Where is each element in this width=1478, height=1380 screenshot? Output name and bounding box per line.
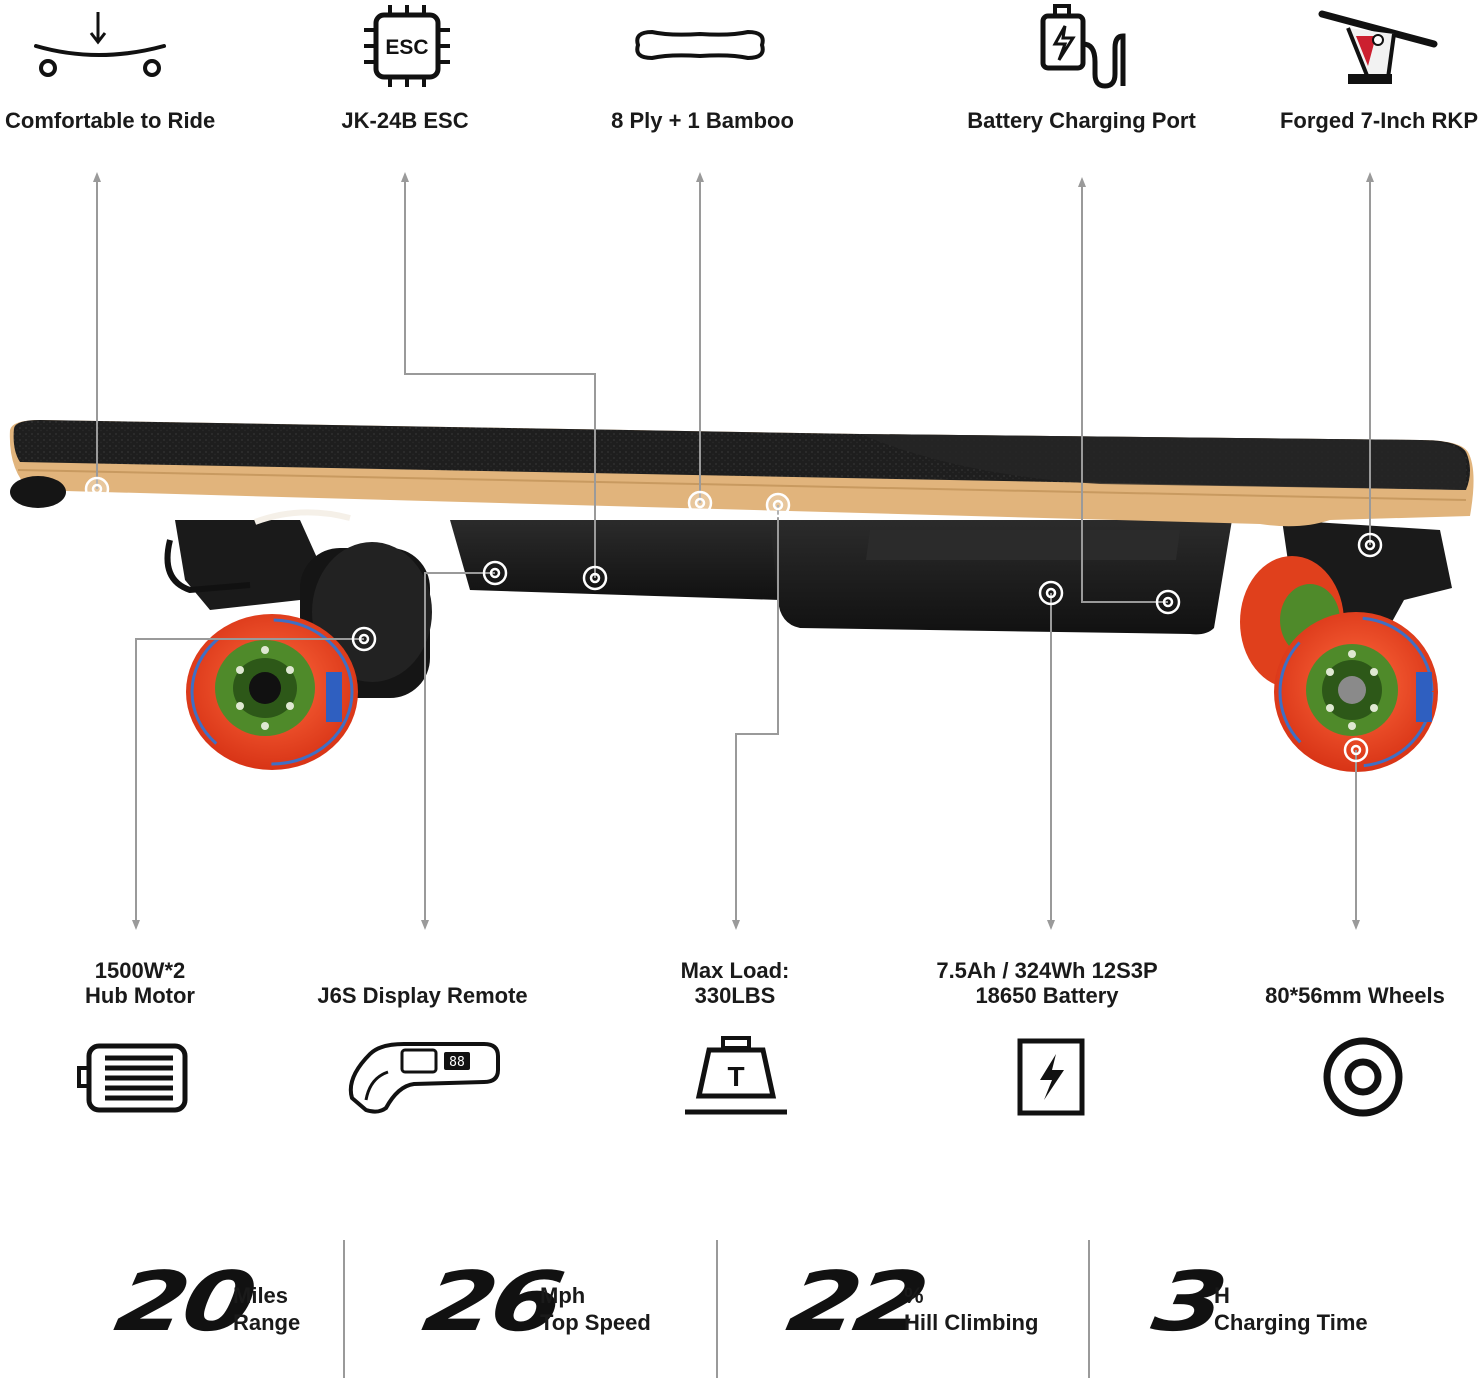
battery-bolt-icon <box>1017 1038 1085 1116</box>
motor-icon <box>77 1043 188 1113</box>
stat-caption-range: Range <box>233 1310 301 1335</box>
deck-outline-icon <box>635 29 765 61</box>
rear-truck <box>164 520 318 610</box>
truck-icon <box>1318 10 1438 84</box>
bottom-label-motor-line1: 1500W*2 <box>94 958 186 983</box>
top-label-charging-port: Battery Charging Port <box>967 108 1196 133</box>
stat-caption-hill: Hill Climbing <box>904 1310 1039 1335</box>
charging-plug-icon <box>1040 4 1126 89</box>
front-wheel <box>1274 612 1438 772</box>
rear-wheel <box>186 614 358 770</box>
bottom-label-battery-line1: 7.5Ah / 324Wh 12S3P <box>936 958 1158 983</box>
stat-divider-1 <box>343 1240 345 1378</box>
remote-icon: 88 <box>348 1042 500 1114</box>
stat-unit-charging: H <box>1214 1283 1230 1308</box>
stat-unit-speed: Mph <box>540 1283 586 1308</box>
skateboard-icon <box>34 12 166 77</box>
wheel-icon <box>1323 1037 1403 1117</box>
bottom-label-remote: J6S Display Remote <box>317 983 528 1008</box>
esc-enclosure <box>450 520 780 600</box>
top-label-bamboo: 8 Ply + 1 Bamboo <box>611 108 794 133</box>
top-label-comfortable: Comfortable to Ride <box>5 108 216 133</box>
bottom-label-battery-line2: 18650 Battery <box>975 983 1119 1008</box>
bottom-label-load-line2: 330LBS <box>694 983 776 1008</box>
esc-chip-text: ESC <box>385 36 428 59</box>
esc-chip-icon: ESC <box>364 5 450 87</box>
bottom-label-motor-line2: Hub Motor <box>85 983 195 1008</box>
battery-enclosure <box>770 520 1232 635</box>
weight-icon-text: T <box>727 1061 744 1092</box>
weight-icon: T <box>685 1036 787 1115</box>
bottom-label-wheels: 80*56mm Wheels <box>1265 983 1445 1008</box>
callout-markers <box>84 476 1383 763</box>
bottom-label-load-line1: Max Load: <box>680 958 790 983</box>
stat-caption-speed: Top Speed <box>540 1310 651 1335</box>
svg-text:88: 88 <box>449 1055 465 1070</box>
stat-divider-2 <box>716 1240 718 1378</box>
stat-caption-charging: Charging Time <box>1214 1310 1368 1335</box>
leader-lines <box>96 180 1371 922</box>
stat-unit-range: Miles <box>233 1283 289 1308</box>
stat-divider-3 <box>1088 1240 1090 1378</box>
top-label-esc: JK-24B ESC <box>341 108 469 133</box>
electric-skateboard-illustration <box>9 172 1474 930</box>
top-label-rkp: Forged 7-Inch RKP <box>1279 108 1478 133</box>
stat-unit-hill: % <box>904 1283 924 1308</box>
skateboard-deck <box>9 420 1474 527</box>
